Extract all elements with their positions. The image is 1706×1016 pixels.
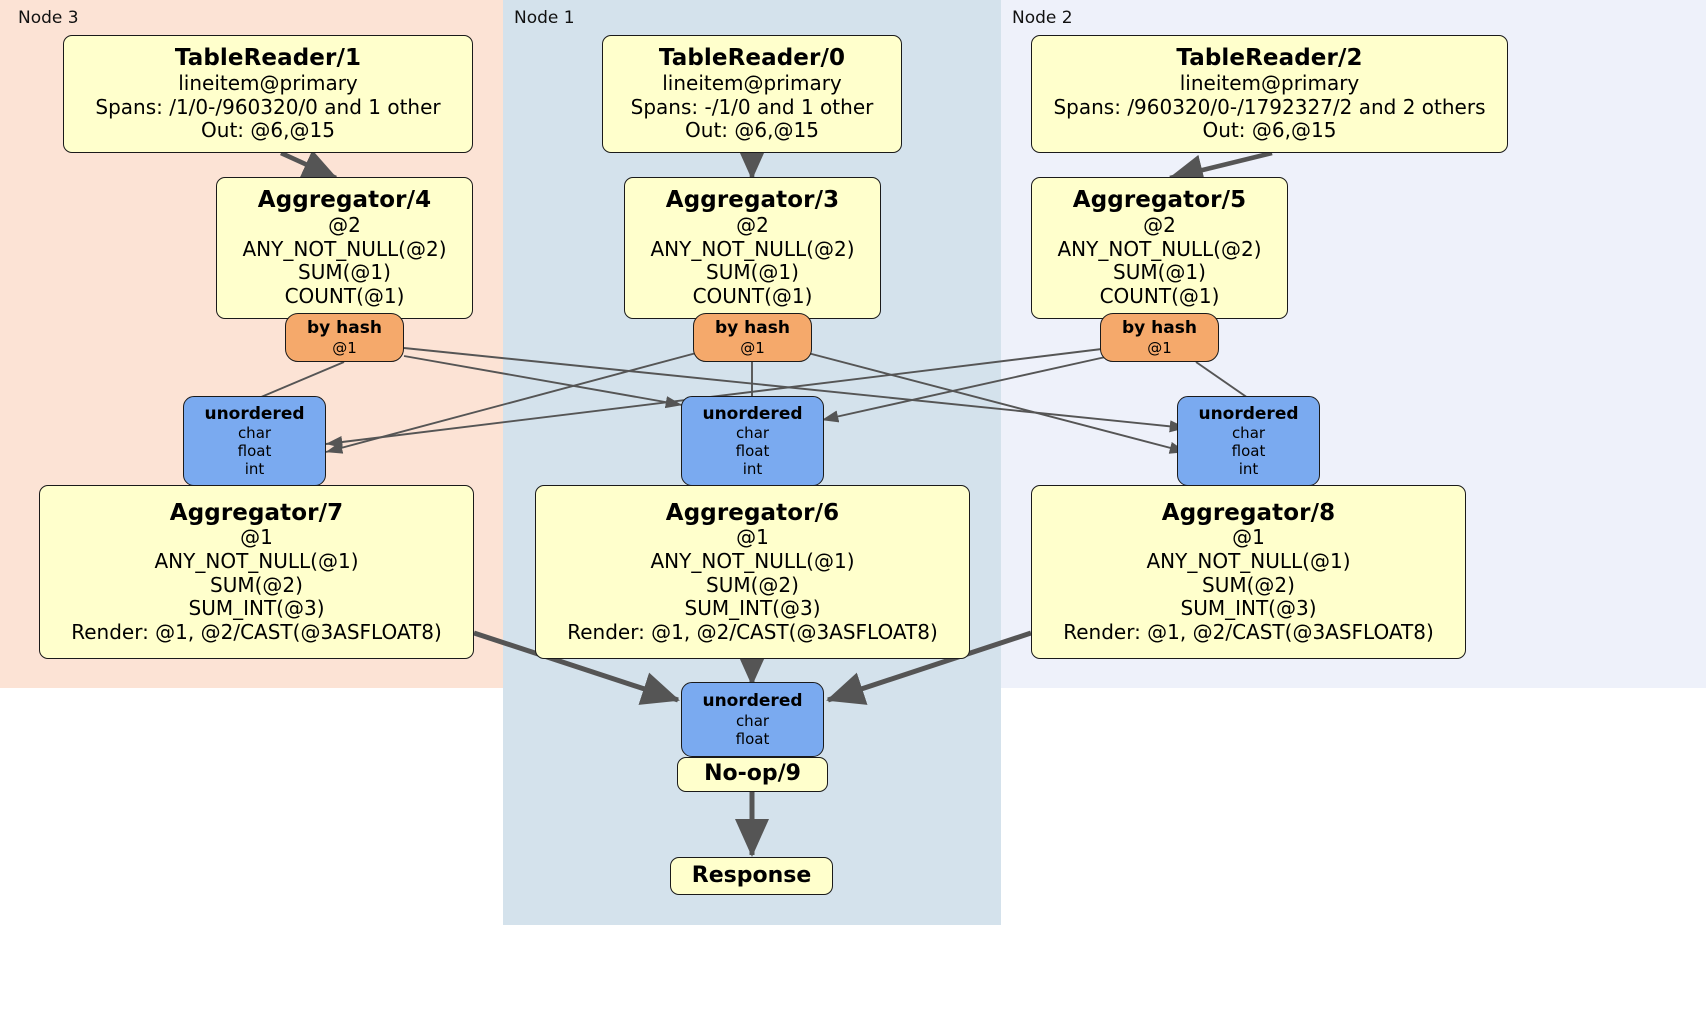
node-response[interactable]: Response	[670, 857, 833, 895]
sync-line: int	[742, 460, 763, 479]
node-line: COUNT(@1)	[284, 283, 405, 308]
node-line: Out: @6,@15	[685, 118, 819, 143]
node-line: Spans: -/1/0 and 1 other	[630, 94, 874, 119]
node-tablereader-2[interactable]: TableReader/2 lineitem@primary Spans: /9…	[1031, 35, 1508, 153]
node-title: TableReader/1	[174, 45, 362, 72]
node-line: SUM(@2)	[706, 572, 799, 597]
node-line: COUNT(@1)	[1099, 283, 1220, 308]
node-line: lineitem@primary	[178, 70, 358, 95]
node-line: @1	[1232, 525, 1265, 550]
sync-line: float	[1231, 442, 1266, 461]
node-aggregator-6[interactable]: Aggregator/6 @1 ANY_NOT_NULL(@1) SUM(@2)…	[535, 485, 970, 659]
node-line: SUM(@2)	[210, 572, 303, 597]
node-title: Response	[691, 862, 812, 888]
node-tablereader-1[interactable]: TableReader/1 lineitem@primary Spans: /1…	[63, 35, 473, 153]
router-by-hash-middle[interactable]: by hash @1	[693, 313, 812, 362]
node-line: COUNT(@1)	[692, 283, 813, 308]
node-line: ANY_NOT_NULL(@2)	[650, 236, 855, 261]
node-line: Out: @6,@15	[1202, 118, 1337, 143]
node-line: ANY_NOT_NULL(@1)	[650, 548, 855, 573]
node-line: SUM(@1)	[1113, 260, 1206, 285]
sync-unordered-final[interactable]: unordered char float	[681, 682, 824, 757]
sync-line: int	[244, 460, 265, 479]
sync-line: int	[1238, 460, 1259, 479]
node-line: @1	[240, 525, 273, 550]
node-line: @2	[328, 213, 361, 238]
sync-title: unordered	[702, 691, 803, 712]
node-line: SUM_INT(@3)	[684, 596, 821, 621]
sync-line: char	[237, 424, 272, 443]
node-title: Aggregator/5	[1072, 187, 1247, 214]
sync-line: char	[735, 424, 770, 443]
node-aggregator-4[interactable]: Aggregator/4 @2 ANY_NOT_NULL(@2) SUM(@1)…	[216, 177, 473, 319]
sync-unordered-middle[interactable]: unordered char float int	[681, 396, 824, 486]
node-line: SUM(@2)	[1202, 572, 1295, 597]
node-aggregator-8[interactable]: Aggregator/8 @1 ANY_NOT_NULL(@1) SUM(@2)…	[1031, 485, 1466, 659]
sync-unordered-left[interactable]: unordered char float int	[183, 396, 326, 486]
node-title: Aggregator/8	[1161, 499, 1336, 526]
router-line: @1	[740, 338, 765, 357]
node-line: Render: @1, @2/CAST(@3ASFLOAT8)	[71, 619, 442, 644]
node-line: Out: @6,@15	[201, 118, 335, 143]
node-title: Aggregator/6	[665, 499, 840, 526]
node-aggregator-7[interactable]: Aggregator/7 @1 ANY_NOT_NULL(@1) SUM(@2)…	[39, 485, 474, 659]
node-line: lineitem@primary	[1179, 70, 1360, 95]
node-aggregator-3[interactable]: Aggregator/3 @2 ANY_NOT_NULL(@2) SUM(@1)…	[624, 177, 881, 319]
router-title: by hash	[307, 318, 382, 339]
node-line: Spans: /960320/0-/1792327/2 and 2 others	[1053, 94, 1486, 119]
node-line: SUM(@1)	[298, 260, 391, 285]
router-line: @1	[1147, 338, 1172, 357]
sync-title: unordered	[204, 403, 305, 424]
node-line: Render: @1, @2/CAST(@3ASFLOAT8)	[567, 619, 938, 644]
node-line: @2	[736, 213, 769, 238]
sync-line: float	[735, 442, 770, 461]
node-line: @1	[736, 525, 769, 550]
router-line: @1	[332, 338, 357, 357]
band-label-node-2: Node 2	[1012, 8, 1073, 28]
node-line: SUM_INT(@3)	[188, 596, 325, 621]
node-line: Render: @1, @2/CAST(@3ASFLOAT8)	[1063, 619, 1434, 644]
router-by-hash-left[interactable]: by hash @1	[285, 313, 404, 362]
sync-line: char	[735, 711, 770, 730]
node-aggregator-5[interactable]: Aggregator/5 @2 ANY_NOT_NULL(@2) SUM(@1)…	[1031, 177, 1288, 319]
node-title: TableReader/2	[1176, 45, 1363, 72]
node-line: ANY_NOT_NULL(@2)	[242, 236, 447, 261]
node-title: Aggregator/3	[665, 187, 840, 214]
band-label-node-1: Node 1	[514, 8, 575, 28]
sync-line: char	[1231, 424, 1266, 443]
node-line: ANY_NOT_NULL(@1)	[154, 548, 359, 573]
band-label-node-3: Node 3	[18, 8, 79, 28]
sync-line: float	[735, 729, 770, 748]
node-line: SUM(@1)	[706, 260, 799, 285]
node-line: ANY_NOT_NULL(@2)	[1057, 236, 1262, 261]
router-title: by hash	[715, 318, 790, 339]
node-title: No-op/9	[704, 761, 801, 787]
sync-unordered-right[interactable]: unordered char float int	[1177, 396, 1320, 486]
sync-line: float	[237, 442, 272, 461]
node-line: lineitem@primary	[662, 70, 842, 95]
node-title: Aggregator/4	[257, 187, 432, 214]
router-by-hash-right[interactable]: by hash @1	[1100, 313, 1219, 362]
node-title: TableReader/0	[658, 45, 846, 72]
node-no-op-9[interactable]: No-op/9	[677, 757, 828, 792]
sync-title: unordered	[702, 403, 803, 424]
node-line: Spans: /1/0-/960320/0 and 1 other	[95, 94, 441, 119]
sync-title: unordered	[1198, 403, 1299, 424]
router-title: by hash	[1122, 318, 1197, 339]
node-tablereader-0[interactable]: TableReader/0 lineitem@primary Spans: -/…	[602, 35, 902, 153]
node-line: ANY_NOT_NULL(@1)	[1146, 548, 1351, 573]
node-line: @2	[1143, 213, 1176, 238]
node-line: SUM_INT(@3)	[1180, 596, 1317, 621]
node-title: Aggregator/7	[169, 499, 344, 526]
